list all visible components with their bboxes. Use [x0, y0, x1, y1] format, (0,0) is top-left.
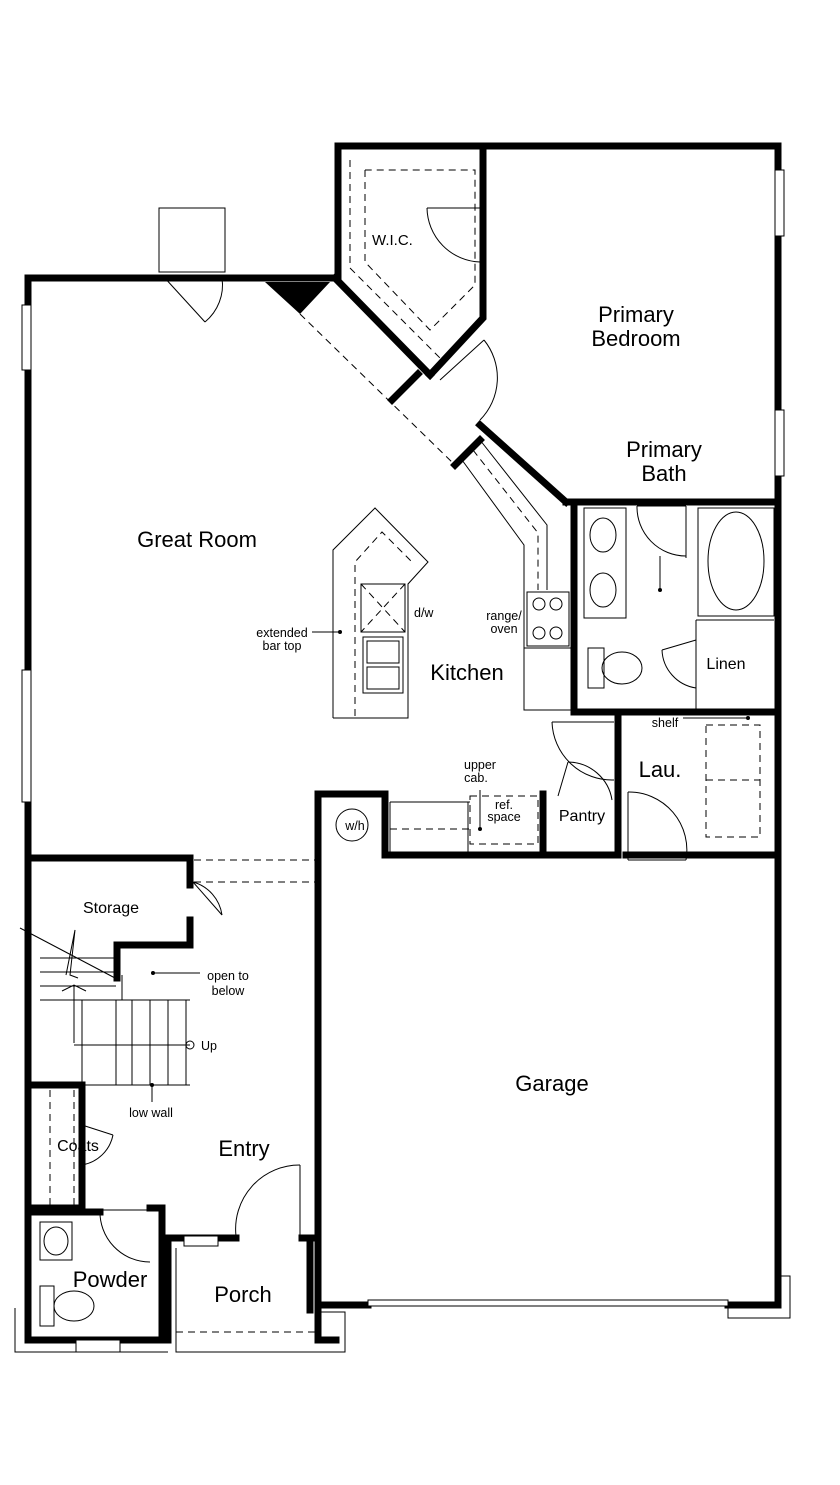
dashed-lines [49, 160, 761, 1205]
powder-fixtures [39, 1221, 95, 1327]
door-swings [81, 207, 697, 1263]
primary-bedroom-label-2: Bedroom [591, 326, 680, 351]
water-heater-note: w/h [344, 819, 365, 833]
ref-space-note-1: ref. [495, 798, 513, 812]
ref-space-note-2: space [487, 810, 520, 824]
range-oven-note-1: range/ [486, 609, 522, 623]
primary-bedroom-label-1: Primary [598, 302, 674, 327]
primary-bath-label-2: Bath [641, 461, 686, 486]
dw-note: d/w [414, 606, 434, 620]
primary-bath-label-1: Primary [626, 437, 702, 462]
exterior-walls [24, 142, 782, 1344]
porch-label: Porch [214, 1282, 271, 1307]
coats-label: Coats [57, 1138, 99, 1155]
storage-label: Storage [83, 900, 139, 917]
top-bump [158, 207, 226, 273]
windows [21, 169, 785, 1307]
leaders [150, 556, 750, 1102]
laundry-label: Lau. [639, 757, 682, 782]
low-wall-note: low wall [129, 1106, 173, 1120]
stairs [19, 927, 195, 1086]
linen-label: Linen [706, 656, 745, 673]
kitchen-label: Kitchen [430, 660, 503, 685]
extended-bar-top-note-1: extended [256, 626, 307, 640]
up-note: Up [201, 1039, 217, 1053]
wic-label: W.I.C. [372, 232, 413, 249]
powder-label: Powder [73, 1267, 148, 1292]
pantry-label: Pantry [559, 808, 605, 825]
shelf-note: shelf [652, 716, 679, 730]
open-to-below-note-1: open to [207, 969, 249, 983]
kitchen-island [332, 507, 429, 719]
porch-outline [14, 1235, 791, 1353]
open-to-below-note-2: below [212, 984, 246, 998]
range-oven [526, 591, 570, 647]
bath-fixtures [583, 506, 775, 710]
garage-label: Garage [515, 1071, 588, 1096]
kitchen-counter [389, 439, 572, 852]
extended-bar-top-note-2: bar top [263, 639, 302, 653]
water-heater [335, 808, 369, 842]
great-room-label: Great Room [137, 527, 257, 552]
range-oven-note-2: oven [490, 622, 517, 636]
entry-label: Entry [218, 1136, 269, 1161]
upper-cab-note-1: upper [464, 758, 496, 772]
upper-cab-note-2: cab. [464, 771, 488, 785]
corner-fill [265, 282, 330, 314]
